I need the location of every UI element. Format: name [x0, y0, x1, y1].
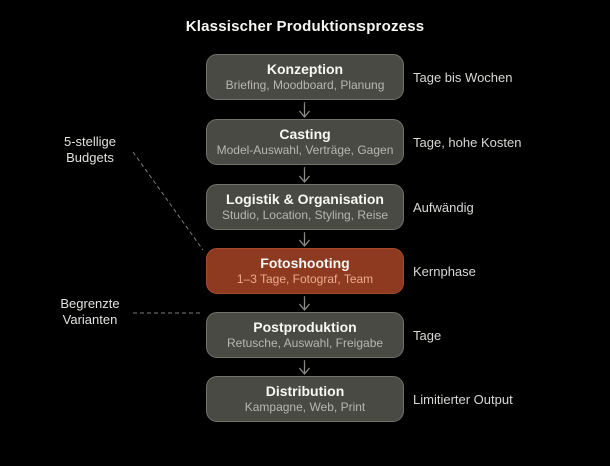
step-note: Tage, hohe Kosten: [413, 135, 522, 150]
step-subtitle: Studio, Location, Styling, Reise: [221, 208, 389, 222]
step-note: Limitierter Output: [413, 392, 513, 407]
step-note: Tage: [413, 328, 442, 343]
down-arrow: [299, 232, 310, 248]
step-title: Distribution: [265, 383, 345, 399]
dashed-connector-budgets: [132, 151, 204, 251]
step-note: Tage bis Wochen: [413, 70, 513, 85]
step-note: Aufwändig: [413, 200, 474, 215]
annotation-line: 5-stellige: [63, 134, 117, 149]
step-logistik-organisation: Logistik & Organisation Studio, Location…: [206, 184, 404, 230]
annotation-line: Varianten: [62, 312, 118, 327]
step-title: Fotoshooting: [260, 255, 350, 271]
down-arrow: [299, 360, 310, 376]
step-distribution: Distribution Kampagne, Web, Print: [206, 376, 404, 422]
down-arrow: [299, 102, 310, 119]
step-title: Logistik & Organisation: [226, 191, 384, 207]
step-subtitle: Model-Auswahl, Verträge, Gagen: [216, 143, 394, 157]
step-subtitle: Kampagne, Web, Print: [244, 400, 366, 414]
step-note: Kernphase: [413, 264, 476, 279]
step-title: Casting: [279, 126, 331, 142]
step-title: Konzeption: [266, 61, 344, 77]
annotation-line: Budgets: [66, 150, 114, 165]
step-title: Postproduktion: [253, 319, 357, 335]
step-konzeption: Konzeption Briefing, Moodboard, Planung: [206, 54, 404, 100]
annotation-line: Begrenzte: [60, 296, 120, 311]
step-subtitle: 1–3 Tage, Fotograf, Team: [236, 272, 374, 286]
down-arrow: [299, 167, 310, 184]
step-postproduktion: Postproduktion Retusche, Auswahl, Freiga…: [206, 312, 404, 358]
step-subtitle: Briefing, Moodboard, Planung: [225, 78, 385, 92]
step-fotoshooting: Fotoshooting 1–3 Tage, Fotograf, Team: [206, 248, 404, 294]
annotation-budgets: 5-stellige Budgets: [40, 134, 140, 166]
step-subtitle: Retusche, Auswahl, Freigabe: [226, 336, 384, 350]
annotation-varianten: Begrenzte Varianten: [40, 296, 140, 328]
diagram-title: Klassischer Produktionsprozess: [185, 18, 425, 35]
step-casting: Casting Model-Auswahl, Verträge, Gagen: [206, 119, 404, 165]
down-arrow: [299, 296, 310, 312]
